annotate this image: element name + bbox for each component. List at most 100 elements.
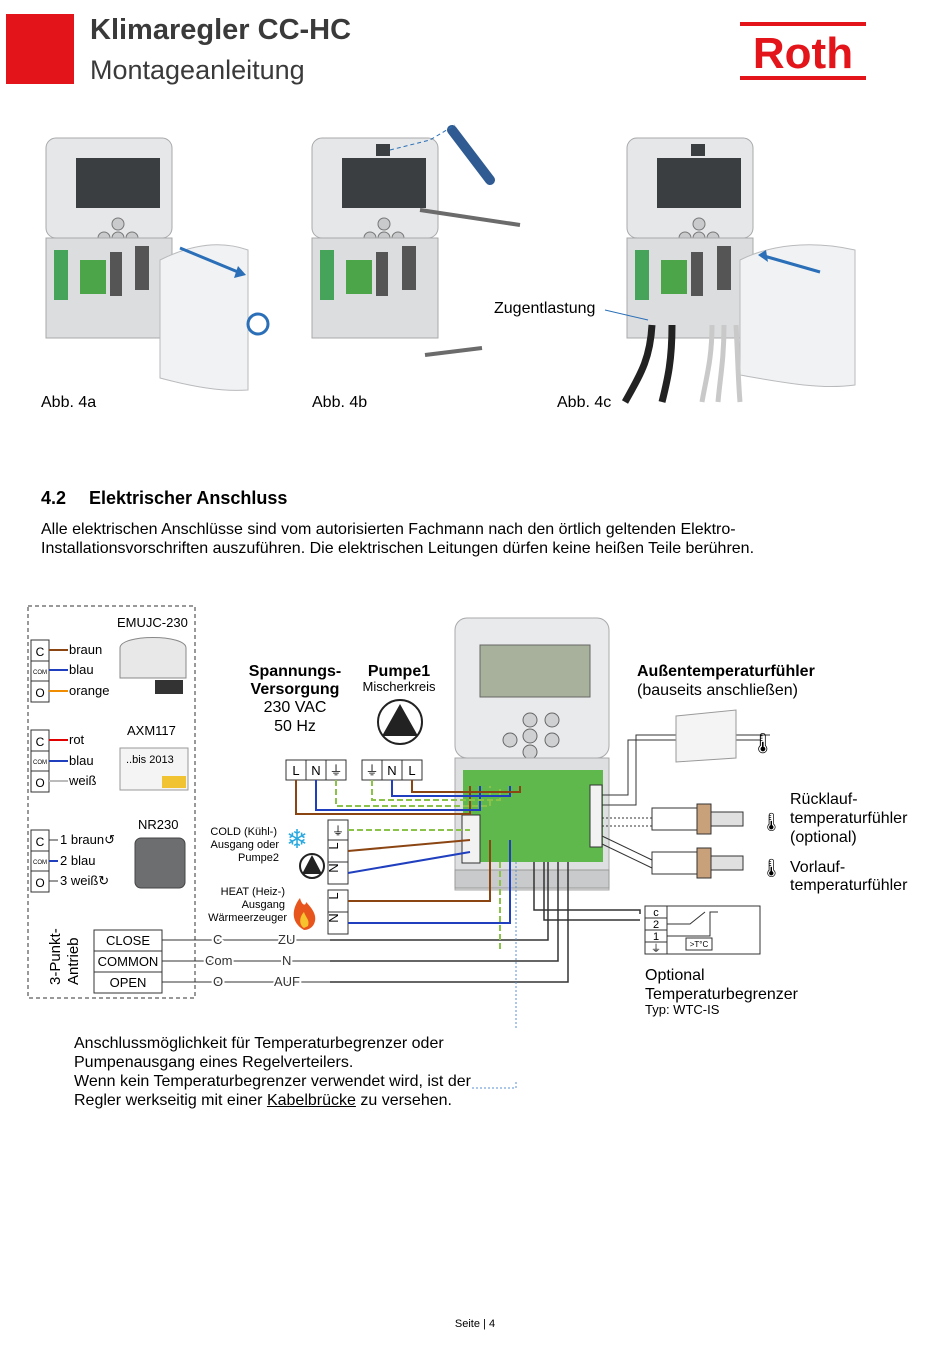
- svg-text:blau: blau: [69, 753, 94, 768]
- svg-text:Com: Com: [205, 953, 232, 968]
- caption-abb-4b: Abb. 4b: [312, 394, 368, 411]
- thermometer-icon: 🌡: [750, 733, 775, 755]
- svg-text:C: C: [36, 735, 45, 749]
- svg-text:N: N: [311, 763, 320, 778]
- svg-text:N: N: [326, 913, 341, 922]
- section-paragraph: Alle elektrischen Anschlüsse sind vom au…: [41, 520, 901, 558]
- header-accent-bar: [6, 14, 74, 84]
- svg-text:L: L: [292, 763, 299, 778]
- svg-text:C: C: [36, 835, 45, 849]
- svg-text:braun: braun: [69, 642, 102, 657]
- section-title: Elektrischer Anschluss: [89, 488, 288, 508]
- three-point-label-2: Antrieb: [65, 937, 82, 985]
- terminal-block-2: C COM O rot blau weiß: [30, 729, 97, 793]
- caption-abb-4c: Abb. 4c: [557, 394, 612, 411]
- heat-output: HEAT (Heiz-) Ausgang Wärmeerzeuger: [208, 886, 316, 930]
- snowflake-icon: ❄: [286, 824, 308, 854]
- svg-text:Typ: WTC-IS: Typ: WTC-IS: [645, 1002, 720, 1017]
- figure-4b: [311, 124, 521, 357]
- svg-text:temperaturfühler: temperaturfühler: [790, 877, 908, 894]
- svg-text:(bauseits anschließen): (bauseits anschließen): [637, 682, 798, 699]
- roth-logo: Roth: [740, 22, 866, 80]
- svg-text:temperaturfühler: temperaturfühler: [790, 810, 908, 827]
- svg-text:C: C: [213, 932, 222, 947]
- svg-text:2 blau: 2 blau: [60, 853, 95, 868]
- svg-text:rot: rot: [69, 732, 85, 747]
- three-point-rows: CLOSE COMMON OPEN C Com O ZU N AUF: [93, 929, 330, 994]
- svg-text:⏚: ⏚: [332, 824, 344, 838]
- page-number: Seite | 4: [454, 1318, 496, 1330]
- document-subtitle: Montageanleitung: [90, 55, 305, 85]
- svg-text:ZU: ZU: [278, 932, 295, 947]
- figure-4a: [45, 137, 270, 391]
- terminal-block-3: C COM O 1 braun↺ 2 blau 3 weiß↻: [30, 829, 115, 893]
- svg-text:HEAT (Heiz-): HEAT (Heiz-): [221, 886, 285, 898]
- svg-text:Rücklauf-: Rücklauf-: [790, 791, 858, 808]
- svg-text:weiß: weiß: [68, 773, 97, 788]
- svg-text:Spannungs-: Spannungs-: [249, 663, 341, 680]
- svg-text:⏚: ⏚: [329, 763, 342, 778]
- svg-text:3 weiß↻: 3 weiß↻: [60, 873, 109, 888]
- svg-text:blau: blau: [69, 662, 94, 677]
- svg-text:COM: COM: [33, 760, 47, 766]
- svg-text:N: N: [387, 763, 396, 778]
- svg-text:L: L: [326, 842, 341, 849]
- svg-text:Pumpe1: Pumpe1: [368, 663, 430, 680]
- temperature-limiter: c 2 1 ⏚ >T°C Optional Temperaturbegrenze…: [644, 905, 799, 1017]
- svg-text:Versorgung: Versorgung: [251, 681, 340, 698]
- document-title: Klimaregler CC-HC: [90, 14, 352, 46]
- svg-text:(optional): (optional): [790, 829, 857, 846]
- note-line-2: Pumpenausgang eines Regelverteilers.: [74, 1054, 354, 1071]
- controller-device: [454, 617, 610, 891]
- svg-text:L: L: [408, 763, 415, 778]
- nr-label: NR230: [138, 817, 178, 832]
- note-line-4-post: zu versehen.: [355, 1092, 452, 1109]
- svg-text:N: N: [326, 863, 341, 872]
- svg-text:Pumpe2: Pumpe2: [238, 852, 279, 864]
- wiring-note: Anschlussmöglichkeit für Temperaturbegre…: [74, 1034, 471, 1110]
- logo-text: Roth: [753, 29, 853, 78]
- svg-text:Außentemperaturfühler: Außentemperaturfühler: [637, 663, 815, 680]
- nr-actuator-image: [134, 837, 186, 889]
- paragraph-line-1: Alle elektrischen Anschlüsse sind vom au…: [41, 521, 736, 538]
- svg-text:⏚: ⏚: [365, 763, 378, 778]
- svg-text:OPEN: OPEN: [110, 975, 147, 990]
- svg-text:50 Hz: 50 Hz: [274, 718, 316, 735]
- caption-abb-4a: Abb. 4a: [41, 394, 97, 411]
- svg-text:COMMON: COMMON: [98, 954, 159, 969]
- svg-text:2: 2: [653, 919, 659, 931]
- emujc-actuator-image: [119, 637, 187, 679]
- svg-text:⏚: ⏚: [651, 943, 661, 955]
- svg-text:1 braun↺: 1 braun↺: [60, 832, 115, 847]
- svg-text:O: O: [35, 776, 44, 790]
- svg-text:Temperaturbegrenzer: Temperaturbegrenzer: [645, 986, 799, 1003]
- svg-text:Ausgang: Ausgang: [242, 899, 285, 911]
- figure-4c: [604, 137, 856, 404]
- thermometer-icon: 🌡: [760, 812, 783, 832]
- wiring-lines: [295, 734, 770, 1030]
- note-line-4: Regler werkseitig mit einer Kabelbrücke …: [74, 1091, 471, 1110]
- note-line-4-pre: Regler werkseitig mit einer: [74, 1092, 267, 1109]
- note-connector: [472, 1080, 517, 1089]
- svg-text:1: 1: [653, 931, 659, 943]
- svg-text:L: L: [326, 892, 341, 899]
- note-line-3: Wenn kein Temperaturbegrenzer verwendet …: [74, 1073, 471, 1090]
- power-supply: Spannungs- Versorgung 230 VAC 50 Hz L N …: [249, 663, 347, 781]
- output-terminals: ⏚ L N L N: [326, 819, 349, 935]
- terminal-block-1: C COM O braun blau orange: [30, 639, 109, 703]
- svg-text:AUF: AUF: [274, 974, 300, 989]
- svg-text:O: O: [213, 974, 223, 989]
- return-sensor: 🌡 Rücklauf- temperaturfühler (optional): [651, 791, 908, 846]
- svg-text:Ausgang oder: Ausgang oder: [211, 839, 280, 851]
- svg-text:Vorlauf-: Vorlauf-: [790, 859, 845, 876]
- svg-text:C: C: [36, 645, 45, 659]
- thermometer-icon: 🌡: [760, 858, 783, 878]
- svg-text:230 VAC: 230 VAC: [264, 699, 327, 716]
- note-line-1: Anschlussmöglichkeit für Temperaturbegre…: [74, 1035, 444, 1052]
- svg-text:O: O: [35, 686, 44, 700]
- svg-text:c: c: [653, 907, 659, 919]
- axm-label: AXM117: [127, 723, 176, 738]
- cold-output: COLD (Kühl-) Ausgang oder Pumpe2 ❄: [210, 824, 325, 879]
- mounting-figures: [45, 124, 856, 404]
